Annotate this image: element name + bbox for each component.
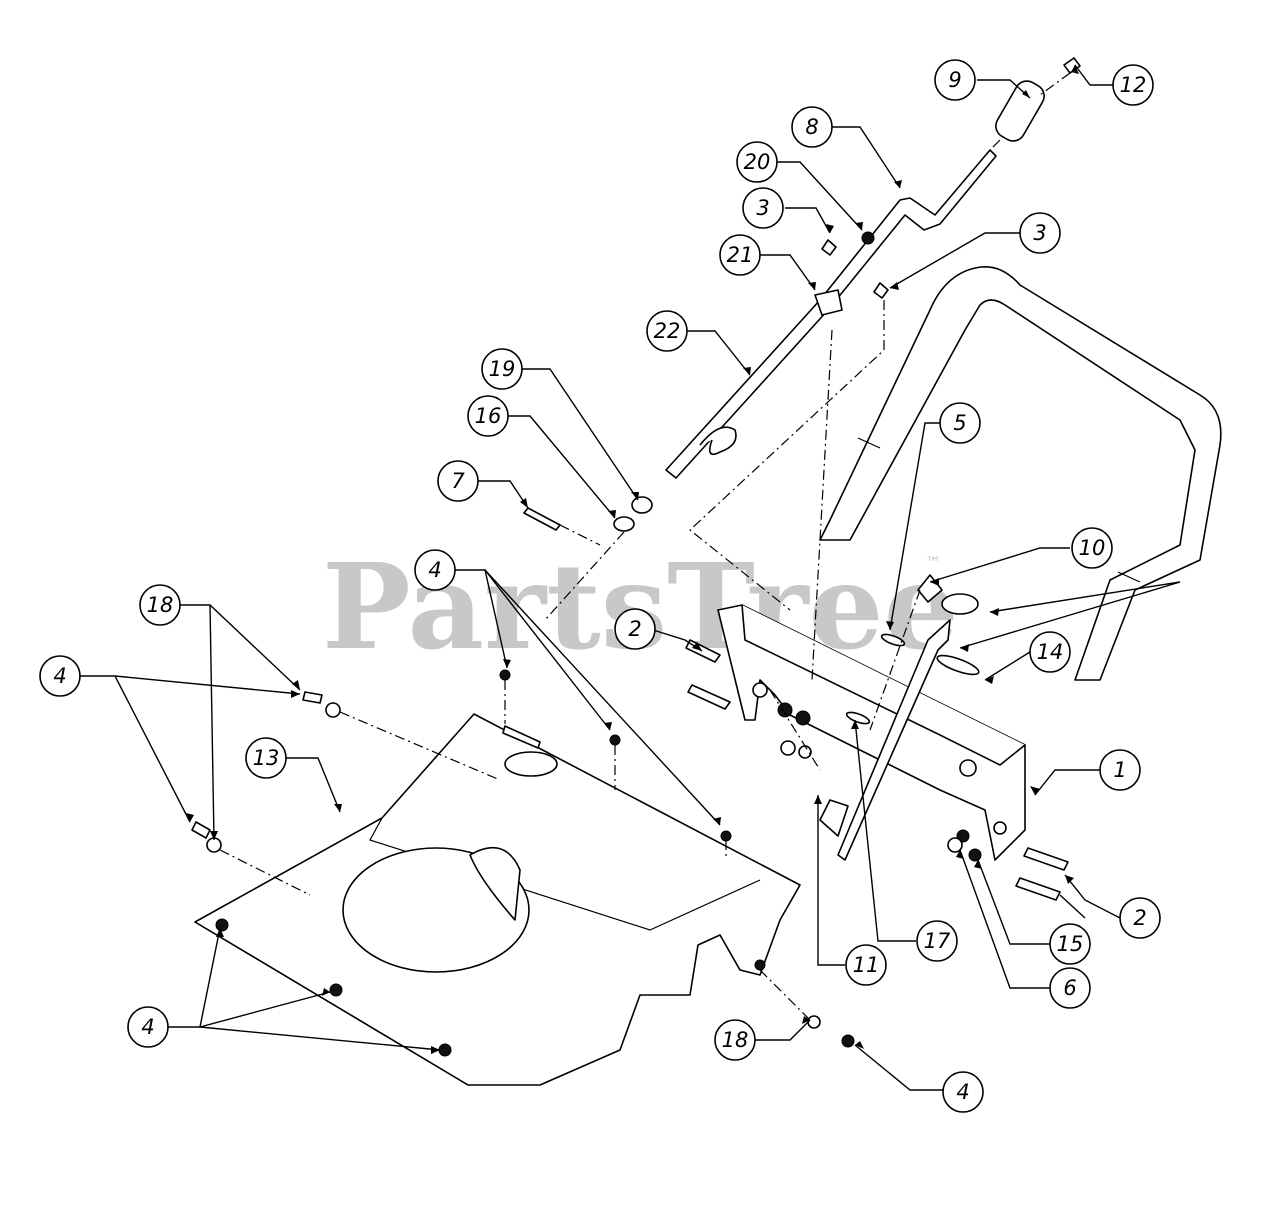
callout-label: 1 <box>1113 758 1126 782</box>
callout-8: 8 <box>791 106 833 148</box>
rod-end-hardware <box>523 496 653 532</box>
construction-lines <box>219 72 1071 1021</box>
callout-2a: 2 <box>614 608 656 650</box>
callout-label: 16 <box>475 404 502 428</box>
callout-label: 6 <box>1063 976 1076 1000</box>
callout-15: 15 <box>1049 923 1091 965</box>
callout-label: 14 <box>1037 640 1064 664</box>
callout-label: 10 <box>1079 536 1106 560</box>
callout-label: 19 <box>489 357 516 381</box>
callout-22: 22 <box>646 310 688 352</box>
fastener-group <box>685 639 1069 901</box>
callout-11: 11 <box>845 944 887 986</box>
callout-4a: 4 <box>39 655 81 697</box>
bracket-assembly <box>717 574 1026 861</box>
cover-plate <box>194 713 801 1086</box>
callout-label: 11 <box>853 953 880 977</box>
callout-14: 14 <box>1029 631 1071 673</box>
callout-17: 17 <box>916 920 958 962</box>
callout-2b: 2 <box>1119 897 1161 939</box>
callout-label: 5 <box>953 411 966 435</box>
callout-5: 5 <box>939 402 981 444</box>
callout-label: 9 <box>948 68 961 92</box>
callout-4c: 4 <box>127 1006 169 1048</box>
callout-label: 15 <box>1057 932 1084 956</box>
callout-label: 3 <box>1033 221 1046 245</box>
callout-12: 12 <box>1112 64 1154 106</box>
callout-19: 19 <box>481 348 523 390</box>
callout-label: 7 <box>451 469 465 493</box>
callout-9: 9 <box>934 59 976 101</box>
callout-7: 7 <box>437 460 479 502</box>
handle-bar <box>819 266 1222 681</box>
callout-13: 13 <box>245 737 287 779</box>
callout-label: 21 <box>727 243 754 267</box>
callout-10: 10 <box>1071 527 1113 569</box>
callout-3b: 3 <box>1019 212 1061 254</box>
callout-label: 4 <box>141 1015 154 1039</box>
callout-label: 4 <box>956 1080 969 1104</box>
callout-16: 16 <box>467 395 509 437</box>
shift-knob <box>995 80 1045 142</box>
callout-label: 2 <box>1133 906 1146 930</box>
callout-3a: 3 <box>742 187 784 229</box>
loose-hardware <box>191 57 1081 1048</box>
callout-label: 13 <box>253 746 280 770</box>
watermark-text: PartsTree <box>322 537 959 676</box>
arrowheads <box>186 65 1079 1054</box>
callout-18b: 18 <box>714 1019 756 1061</box>
callout-20: 20 <box>736 141 778 183</box>
callout-label: 3 <box>756 196 769 220</box>
callout-6: 6 <box>1049 967 1091 1009</box>
callout-label: 17 <box>924 929 951 953</box>
callout-label: 12 <box>1120 73 1147 97</box>
callout-18a: 18 <box>139 584 181 626</box>
callout-label: 4 <box>428 558 441 582</box>
callout-4d: 4 <box>942 1071 984 1113</box>
watermark-trademark: ™ <box>925 553 941 572</box>
callout-21: 21 <box>719 234 761 276</box>
callout-1: 1 <box>1099 749 1141 791</box>
callout-label: 20 <box>744 150 771 174</box>
callout-4b: 4 <box>414 549 456 591</box>
callout-label: 22 <box>654 319 681 343</box>
callout-label: 18 <box>722 1028 749 1052</box>
shift-rod <box>665 80 1045 479</box>
callout-label: 18 <box>147 593 174 617</box>
callout-label: 8 <box>805 115 818 139</box>
callout-label: 4 <box>53 664 66 688</box>
callout-label: 2 <box>628 617 641 641</box>
